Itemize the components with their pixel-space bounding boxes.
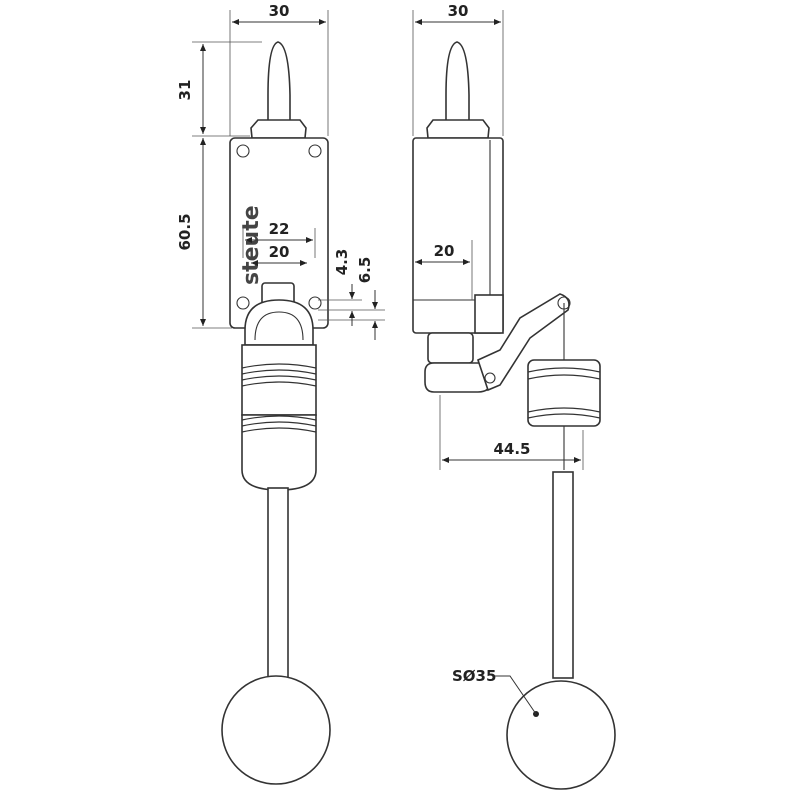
front-coils-lower <box>241 415 317 433</box>
front-coils-upper <box>241 363 317 387</box>
front-float-upper <box>241 344 317 416</box>
dim-body-height: 60.5 <box>176 213 194 250</box>
side-lever-arm <box>477 293 570 392</box>
dimension-labels: 30 30 31 60.5 22 20 4.3 6.5 20 44.5 SØ35 <box>176 2 531 685</box>
dim-side-width: 30 <box>448 2 469 20</box>
front-head-bracket <box>244 299 314 346</box>
side-plunger-collar <box>426 119 490 139</box>
dimension-lines <box>192 10 584 715</box>
front-rod <box>267 487 289 679</box>
dim-gap-small: 4.3 <box>333 249 351 276</box>
dim-hole-spacing-inner: 20 <box>269 243 290 261</box>
front-screw-bottom-left <box>236 296 250 310</box>
dim-ball-diameter: SØ35 <box>452 667 496 685</box>
side-coils <box>527 367 601 419</box>
front-screw-top-left <box>236 144 250 158</box>
side-rod <box>552 471 574 679</box>
dim-front-width: 30 <box>269 2 290 20</box>
side-plunger <box>445 41 470 136</box>
front-plunger-collar <box>250 119 307 139</box>
front-screw-bottom-right <box>308 296 322 310</box>
dim-side-offset: 20 <box>434 242 455 260</box>
front-plunger <box>267 41 291 136</box>
front-view: steute <box>221 41 331 785</box>
side-view <box>412 41 616 790</box>
side-ball <box>506 680 616 790</box>
front-float-lower <box>241 414 317 491</box>
dim-lever-height: 31 <box>176 80 194 101</box>
side-mount-block <box>474 294 504 334</box>
dim-gap-large: 6.5 <box>356 257 374 284</box>
front-ball <box>221 675 331 785</box>
dim-arm-length: 44.5 <box>493 440 530 458</box>
front-screw-top-right <box>308 144 322 158</box>
dim-hole-spacing-outer: 22 <box>269 220 290 238</box>
side-pivot <box>484 372 496 384</box>
side-actuator-boss <box>427 332 474 364</box>
